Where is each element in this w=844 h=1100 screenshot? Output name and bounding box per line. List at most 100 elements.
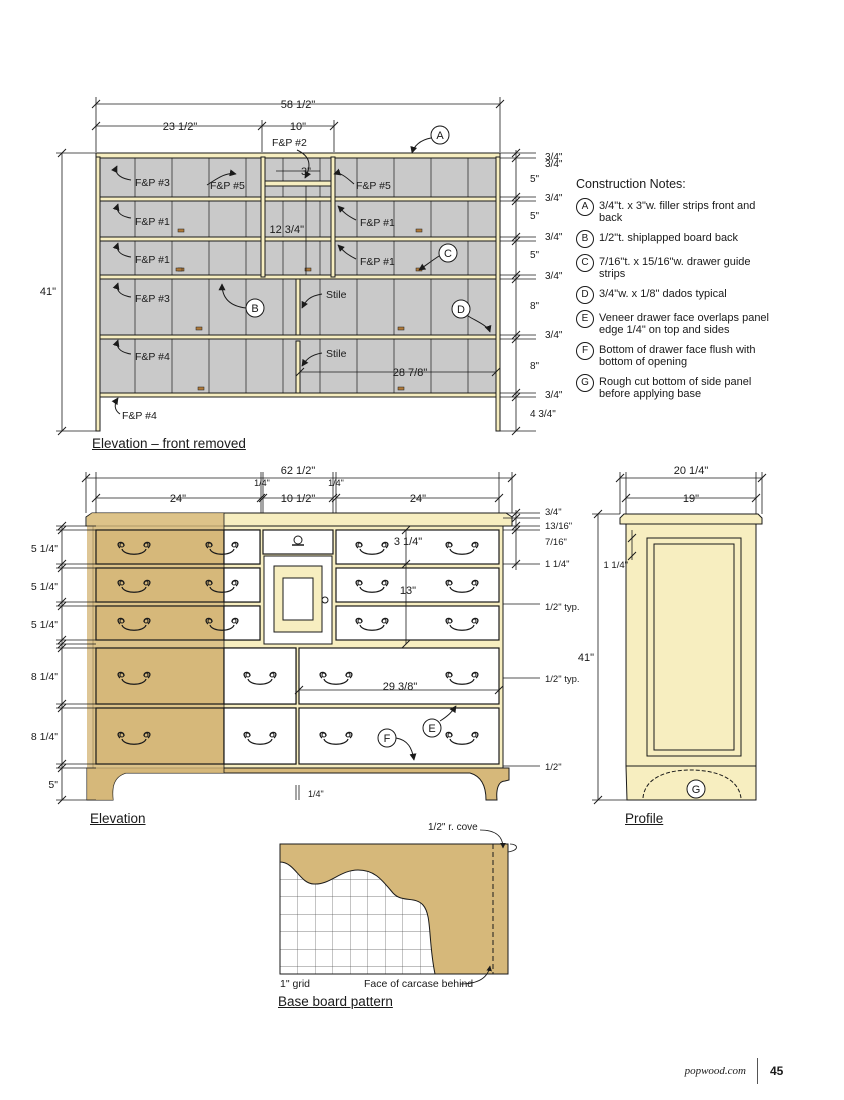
- profile-panel-frame: [646, 537, 742, 757]
- notes-title: Construction Notes:: [576, 177, 686, 191]
- note-key: A: [576, 198, 594, 216]
- right-dim-11: 3/4": [545, 390, 563, 401]
- caption-base-board-pattern: Base board pattern: [278, 994, 393, 1009]
- stile-upper: [295, 278, 301, 336]
- dim-drawer-height: 3 1/4": [394, 536, 422, 548]
- dimension-tick: [511, 192, 521, 202]
- leader-arrow: [112, 242, 132, 258]
- profile-panel: [653, 543, 735, 751]
- right-dim-0: 3/4": [545, 152, 563, 163]
- drawer-face: [298, 647, 500, 705]
- guide-strip: [415, 228, 423, 233]
- right-dim-1: 3/4": [545, 159, 563, 170]
- dimension-tick: [511, 392, 521, 402]
- caption-elevation: Elevation: [90, 811, 146, 826]
- note-key: D: [576, 286, 594, 304]
- top-dimension-lines: [56, 97, 536, 436]
- dim-center: 10 1/2": [281, 493, 316, 505]
- dimension-tick: [57, 703, 67, 713]
- left-dim-2: 5 1/4": [31, 619, 58, 631]
- dimension-tick: [511, 559, 521, 569]
- callout-circle: [438, 243, 458, 263]
- right-dim-4: 1/2" typ.: [545, 602, 580, 613]
- leader-arrow: [112, 282, 132, 298]
- right-dim-3: 3/4": [545, 193, 563, 204]
- note-key: E: [576, 310, 594, 328]
- dimension-tick: [57, 559, 67, 569]
- right-dim-2: 7/16": [545, 537, 567, 548]
- dimension-tick: [511, 525, 521, 535]
- dimension-tick: [57, 635, 67, 645]
- leader-arrow: [111, 397, 121, 415]
- dimension-tick: [511, 334, 521, 344]
- drawer-face: [335, 605, 500, 641]
- drawer-face-finished: [95, 567, 225, 603]
- page-number: 45: [770, 1064, 784, 1078]
- leader-arrow: [111, 165, 132, 181]
- face-leader: [459, 965, 492, 985]
- callout-letter: E: [428, 723, 435, 735]
- dim-center: 10": [290, 121, 306, 133]
- dimension-tick: [511, 148, 521, 158]
- note-item: E Veneer drawer face overlaps panel edge …: [576, 310, 776, 336]
- drawer-face: [298, 707, 500, 765]
- rail: [99, 274, 497, 280]
- top-labels: 58 1/2"23 1/2"10"41"12 3/4"28 7/8"3"3/4"…: [40, 99, 563, 422]
- dim-base-gap: 1/4": [308, 789, 324, 799]
- cove-curve: [507, 843, 517, 853]
- left-dim-4: 8 1/4": [31, 731, 58, 743]
- note-key: G: [576, 374, 594, 392]
- drawer-guides: [175, 228, 423, 391]
- right-dim-10: 8": [530, 361, 540, 372]
- front-dimension-lines: [56, 472, 540, 805]
- dim-left: 23 1/2": [163, 121, 198, 133]
- guide-strip: [175, 267, 183, 272]
- leader-arrow: [337, 205, 357, 221]
- note-text: Bottom of drawer face flush with bottom …: [599, 344, 756, 368]
- bail-pull: [319, 731, 353, 745]
- dimension-tick: [511, 330, 521, 340]
- label-10: F&P #4: [122, 410, 157, 422]
- bail-pull: [205, 617, 239, 631]
- profile-base-cutout: [642, 769, 742, 799]
- leader-arrow: [112, 339, 132, 355]
- bail-pull: [445, 541, 479, 555]
- dimension-tick: [511, 274, 521, 284]
- bail-pull: [117, 731, 151, 745]
- small-drawer-knob: [293, 535, 303, 545]
- dimension-tick: [57, 563, 67, 573]
- rail: [99, 392, 497, 398]
- elevation-front: 62 1/2"24"10 1/2"24"1/4"1/4"3 1/4"13"29 …: [31, 465, 580, 805]
- right-dim-2: 5": [530, 174, 540, 185]
- bail-pull: [355, 579, 389, 593]
- dimension-tick: [57, 763, 67, 773]
- callout-letter: D: [457, 304, 465, 316]
- dimension-tick: [511, 196, 521, 206]
- dimension-tick: [511, 388, 521, 398]
- note-text: Veneer drawer face overlaps panel edge 1…: [599, 312, 769, 336]
- guide-strip: [397, 326, 405, 331]
- label-7: F&P #1: [360, 256, 395, 268]
- right-dim-8: 8": [530, 301, 540, 312]
- note-text: Rough cut bottom of side panel before ap…: [599, 376, 752, 400]
- note-key: F: [576, 342, 594, 360]
- face-label: Face of carcase behind: [364, 978, 473, 990]
- callout-letter: C: [444, 248, 452, 260]
- label-1: F&P #3: [135, 177, 170, 189]
- callout-circle: [430, 125, 450, 145]
- bail-pull: [445, 731, 479, 745]
- dimension-tick: [511, 153, 521, 163]
- callout-circle: [451, 299, 471, 319]
- bail-pull: [319, 671, 353, 685]
- right-dim-6: 1/2": [545, 762, 562, 773]
- dimension-tick: [295, 367, 305, 377]
- left-side: [95, 156, 101, 432]
- note-key: C: [576, 254, 594, 272]
- note-text: 1/2"t. shiplapped board back: [599, 232, 739, 244]
